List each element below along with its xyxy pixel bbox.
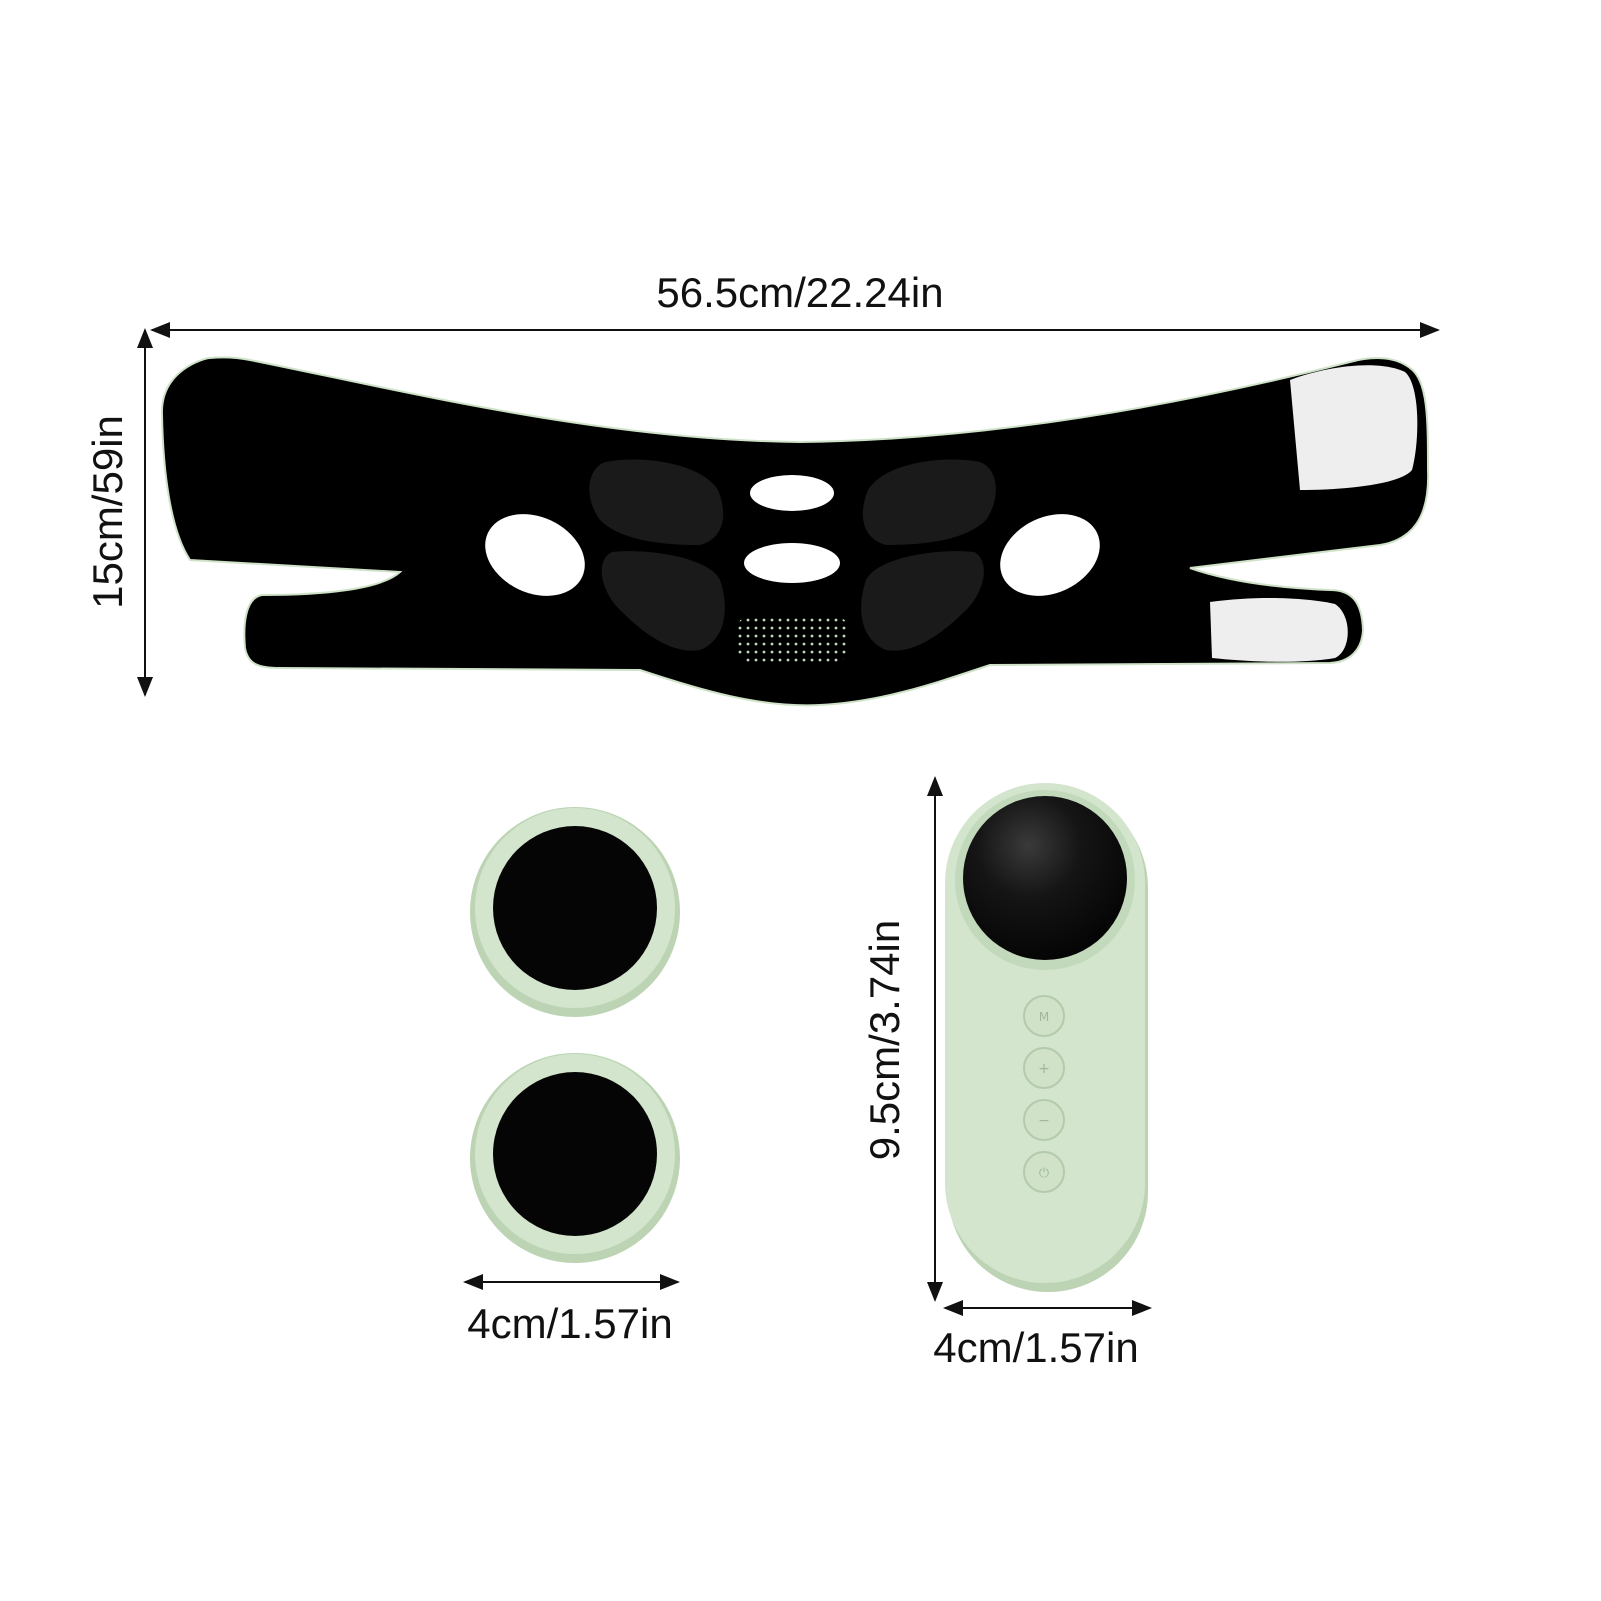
controller-width-label: 4cm/1.57in: [933, 1324, 1138, 1371]
electrode-pad-upper-left: [589, 459, 724, 545]
mode-icon: M: [1039, 1010, 1049, 1024]
strap-hole-right: [1000, 514, 1100, 596]
power-icon: ⏻: [1039, 1166, 1049, 1181]
face-slimming-strap: [160, 356, 1430, 707]
electrode-disc-bottom: [470, 1053, 680, 1263]
controller-button-mode[interactable]: M: [1023, 995, 1065, 1037]
remote-controller: M + − ⏻: [945, 783, 1148, 1292]
electrode-pad-lower-right: [861, 551, 984, 651]
strap-body: [160, 356, 1430, 707]
strap-hole-left: [485, 514, 585, 596]
controller-button-intensity-up[interactable]: +: [1023, 1047, 1065, 1089]
controller-button-intensity-down[interactable]: −: [1023, 1099, 1065, 1141]
electrode-pad-upper-right: [862, 459, 996, 545]
intensity-up-icon: +: [1038, 1061, 1050, 1077]
intensity-down-icon: −: [1038, 1113, 1050, 1129]
velcro-patch-bottom: [1210, 597, 1348, 662]
electrode-disc-top: [470, 807, 680, 1017]
pad-diameter-label: 4cm/1.57in: [467, 1300, 672, 1347]
electrode-pad-lower-left: [601, 551, 725, 651]
strap-hole-center: [744, 543, 840, 583]
controller-button-power[interactable]: ⏻: [1023, 1151, 1065, 1193]
controller-height-label: 9.5cm/3.74in: [861, 920, 908, 1160]
strap-height-label: 15cm/59in: [84, 415, 131, 609]
velcro-patch-top: [1290, 365, 1418, 490]
strap-hole-top-center: [750, 475, 834, 511]
strap-breathable-area: [735, 615, 850, 663]
strap-width-label: 56.5cm/22.24in: [656, 269, 943, 316]
